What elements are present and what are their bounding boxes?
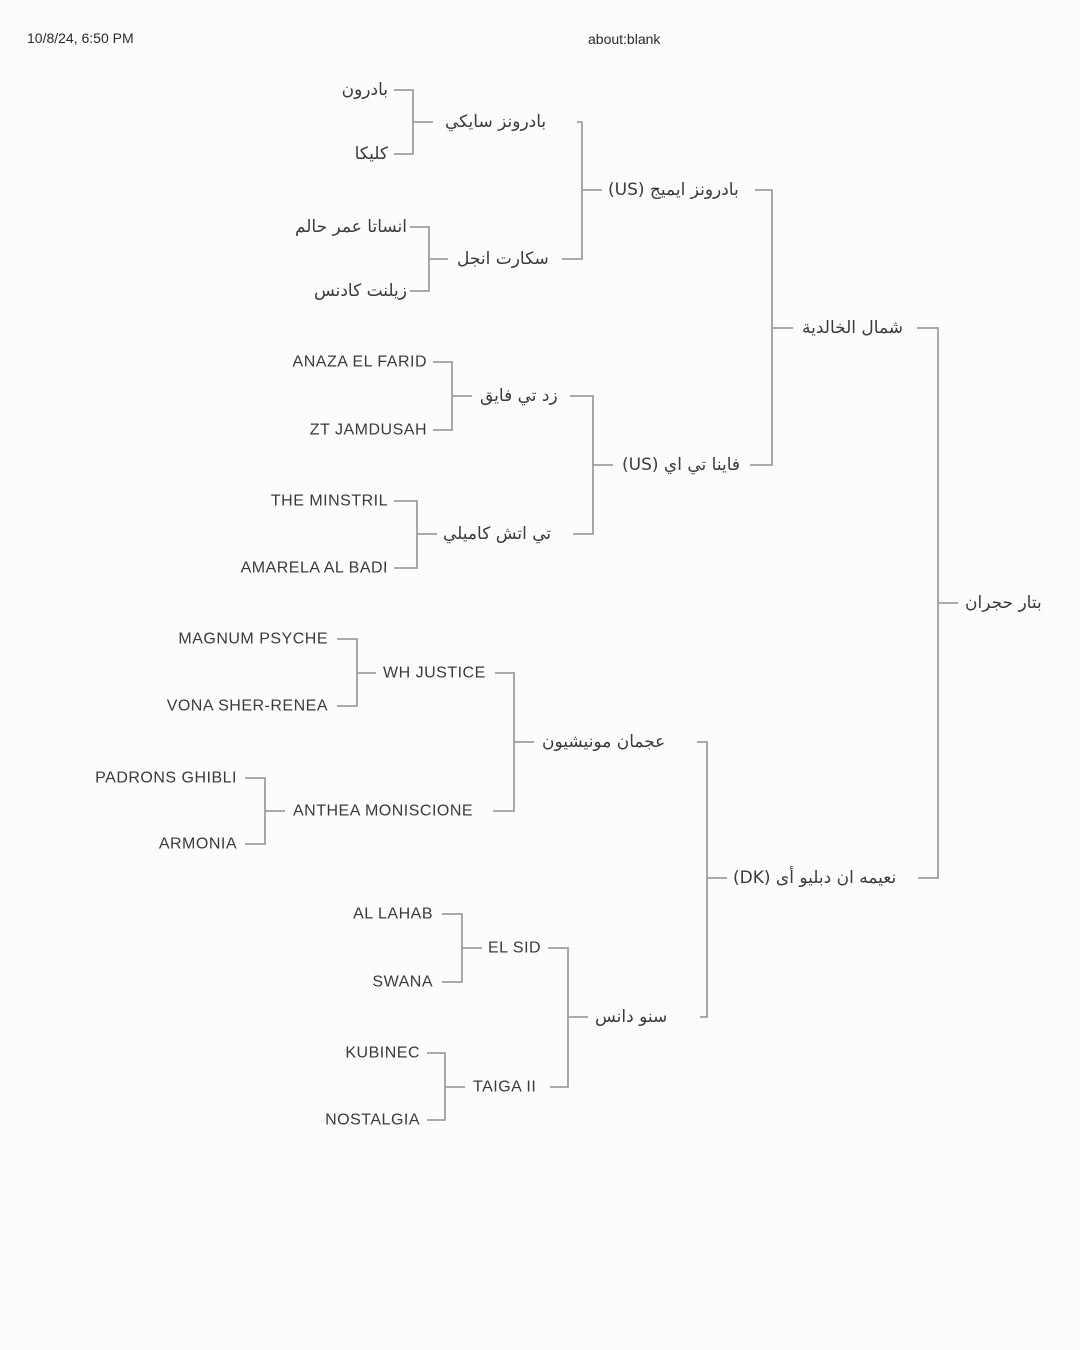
node-zt-jamdusah: ZT JAMDUSAH [309, 421, 427, 439]
node-el-sid: EL SID [488, 939, 542, 957]
node-padrons-psyche: بادرونز سايكي [445, 111, 547, 132]
connector-zt-faiq-bracket [433, 361, 472, 431]
connector-el-sid-bracket [442, 913, 482, 983]
connector-anthea-bracket [245, 777, 285, 845]
node-fayna-te: فاينا تي اي (US) [622, 454, 740, 475]
connector-scarlet-angel-bracket [410, 226, 448, 292]
node-the-minstril: THE MINSTRIL [270, 492, 388, 510]
node-swana: SWANA [372, 973, 433, 991]
connector-fayna-te-bracket [570, 395, 613, 535]
node-shamal-al-khalediah: شمال الخالدية [802, 317, 904, 338]
node-padron: بادرون [341, 79, 388, 100]
node-naeemah-nw-a: نعيمه ان دبليو أى (DK) [733, 867, 897, 888]
connector-ajman-bracket [493, 672, 534, 812]
node-ajman-moniscione: عجمان مونيشيون [542, 731, 666, 752]
node-al-lahab: AL LAHAB [353, 905, 433, 923]
connector-shamal-bracket [750, 189, 793, 466]
node-anthea-moniscione: ANTHEA MONISCIONE [293, 802, 474, 820]
node-armonia: ARMONIA [158, 835, 237, 853]
node-battar-hajran: بتار حجران [965, 592, 1042, 613]
node-anaza-el-farid: ANAZA EL FARID [292, 353, 427, 371]
node-ansata-omar-halim: انساتا عمر حالم [294, 216, 407, 237]
node-nostalgia: NOSTALGIA [325, 1111, 420, 1129]
node-wh-justice: WH JUSTICE [383, 664, 486, 682]
connector-naeemah-bracket [697, 741, 727, 1018]
node-taiga-ii: TAIGA II [473, 1078, 537, 1096]
node-zealant-kadence: زيلنت كادنس [313, 280, 407, 301]
connector-padrons-image-bracket [562, 121, 602, 260]
node-zt-faiq: زد تي فايق [480, 385, 558, 406]
node-snow-dance: سنو دانس [595, 1006, 668, 1027]
connector-padrons-psyche-bracket [394, 89, 433, 155]
node-magnum-psyche: MAGNUM PSYCHE [178, 630, 328, 648]
node-th-kamili: تي اتش كاميلي [443, 523, 552, 544]
connector-subject-bracket [917, 327, 958, 879]
node-amarela-al-badi: AMARELA AL BADI [240, 559, 388, 577]
connector-snow-dance-bracket [548, 947, 588, 1088]
node-kilika: كليكا [354, 143, 388, 164]
print-timestamp: 10/8/24, 6:50 PM [27, 30, 134, 46]
connector-taiga-bracket [427, 1052, 465, 1121]
node-kubinec: KUBINEC [345, 1044, 420, 1062]
connector-th-kamili-bracket [394, 500, 437, 569]
node-padrons-image: بادرونز ايميج (US) [608, 179, 739, 200]
node-scarlet-angel: سكارت انجل [457, 248, 549, 269]
node-padrons-ghibli: PADRONS GHIBLI [95, 769, 237, 787]
node-vona-sher-renea: VONA SHER-RENEA [166, 697, 328, 715]
connector-wh-justice-bracket [337, 638, 376, 707]
print-url: about:blank [588, 31, 661, 47]
